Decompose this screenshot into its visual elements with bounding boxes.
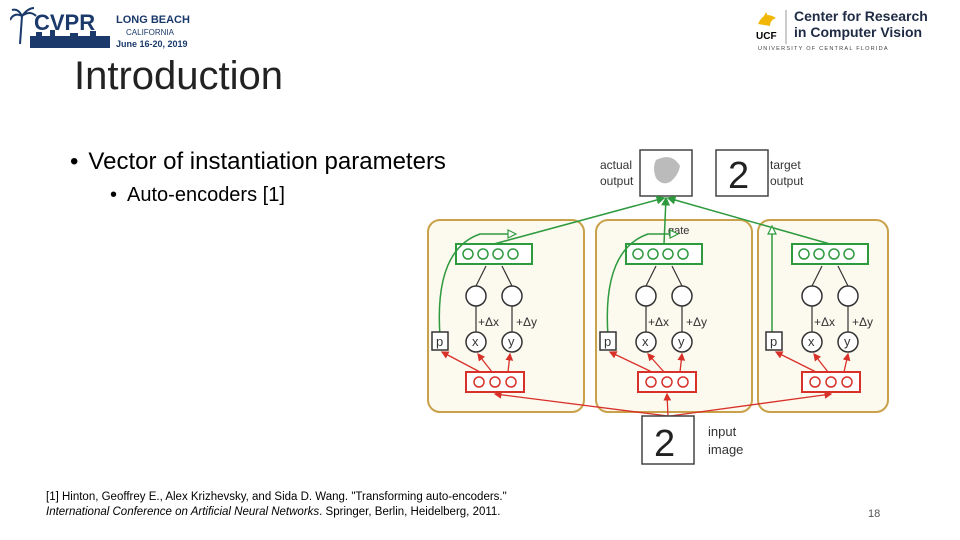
y-unit-1: y	[508, 334, 515, 349]
bullet-level1: • Vector of instantiation parameters	[70, 148, 446, 176]
p-unit-2: p	[604, 334, 611, 349]
input-label-2: image	[708, 442, 743, 457]
skyline-icon	[30, 36, 110, 48]
page-number: 18	[868, 508, 881, 520]
capsule-3	[757, 219, 889, 413]
target-output-digit: 2	[728, 155, 749, 197]
output-vector-2	[625, 243, 703, 265]
bullet-dot-icon: •	[70, 148, 79, 175]
target-output-image	[715, 149, 769, 197]
delta-y-label-1: +Δy	[516, 315, 537, 329]
recognition-vector-3	[801, 371, 861, 393]
recognition-vector-2	[637, 371, 697, 393]
input-label-1: input	[708, 424, 737, 439]
bullet-level2: • Auto-encoders [1]	[110, 184, 285, 207]
slide-title: Introduction	[74, 54, 284, 98]
cvpr-wordmark: CVPR	[34, 10, 95, 35]
y-unit-2: y	[678, 334, 685, 349]
bullet1-text: Vector of instantiation parameters	[88, 148, 446, 175]
transforming-autoencoder-diagram: actual output 2 target output gate	[427, 149, 889, 465]
delta-x-label-1: +Δx	[478, 315, 499, 329]
reference-citation: [1] Hinton, Geoffrey E., Alex Krizhevsky…	[46, 490, 507, 520]
actual-output-label-1: actual	[600, 158, 632, 172]
delta-x-label-3: +Δx	[814, 315, 835, 329]
delta-x-label-2: +Δx	[648, 315, 669, 329]
bullet2-text: Auto-encoders [1]	[127, 184, 285, 206]
ucf-abbr: UCF	[756, 31, 777, 42]
p-unit-1: p	[436, 334, 443, 349]
x-unit-1: x	[472, 334, 479, 349]
crcv-line1: Center for Research	[794, 8, 928, 24]
cvpr-dates: June 16-20, 2019	[116, 39, 188, 49]
target-output-label-1: target	[770, 158, 801, 172]
palm-tree-icon	[10, 7, 37, 45]
p-unit-3: p	[770, 334, 777, 349]
crcv-line2: in Computer Vision	[794, 24, 922, 40]
delta-y-label-3: +Δy	[852, 315, 873, 329]
reference-line1: [1] Hinton, Geoffrey E., Alex Krizhevsky…	[46, 491, 507, 503]
output-vector-1	[455, 243, 533, 265]
target-output-label-2: output	[770, 174, 804, 188]
cvpr-location-line2: CALIFORNIA	[126, 28, 175, 37]
cvpr-location-line1: LONG BEACH	[116, 14, 190, 26]
delta-y-label-2: +Δy	[686, 315, 707, 329]
reference-publisher: . Springer, Berlin, Heidelberg, 2011.	[319, 506, 501, 518]
input-image	[641, 415, 695, 465]
reference-venue: International Conference on Artificial N…	[46, 506, 320, 518]
hidden-units	[465, 285, 859, 307]
ucf-fullname: UNIVERSITY OF CENTRAL FLORIDA	[758, 46, 889, 52]
x-unit-3: x	[808, 334, 815, 349]
pegasus-icon	[758, 12, 776, 26]
y-unit-3: y	[844, 334, 851, 349]
recognition-vector-1	[465, 371, 525, 393]
output-vector-3	[791, 243, 869, 265]
actual-output-label-2: output	[600, 174, 634, 188]
cvpr-logo: CVPR LONG BEACH CALIFORNIA June 16-20, 2…	[10, 7, 190, 49]
input-digit: 2	[654, 423, 675, 465]
capsule-1	[427, 219, 585, 413]
ucf-crcv-logo: UCF Center for Research in Computer Visi…	[756, 8, 928, 52]
bullet-dot-icon: •	[110, 184, 118, 206]
x-unit-2: x	[642, 334, 649, 349]
